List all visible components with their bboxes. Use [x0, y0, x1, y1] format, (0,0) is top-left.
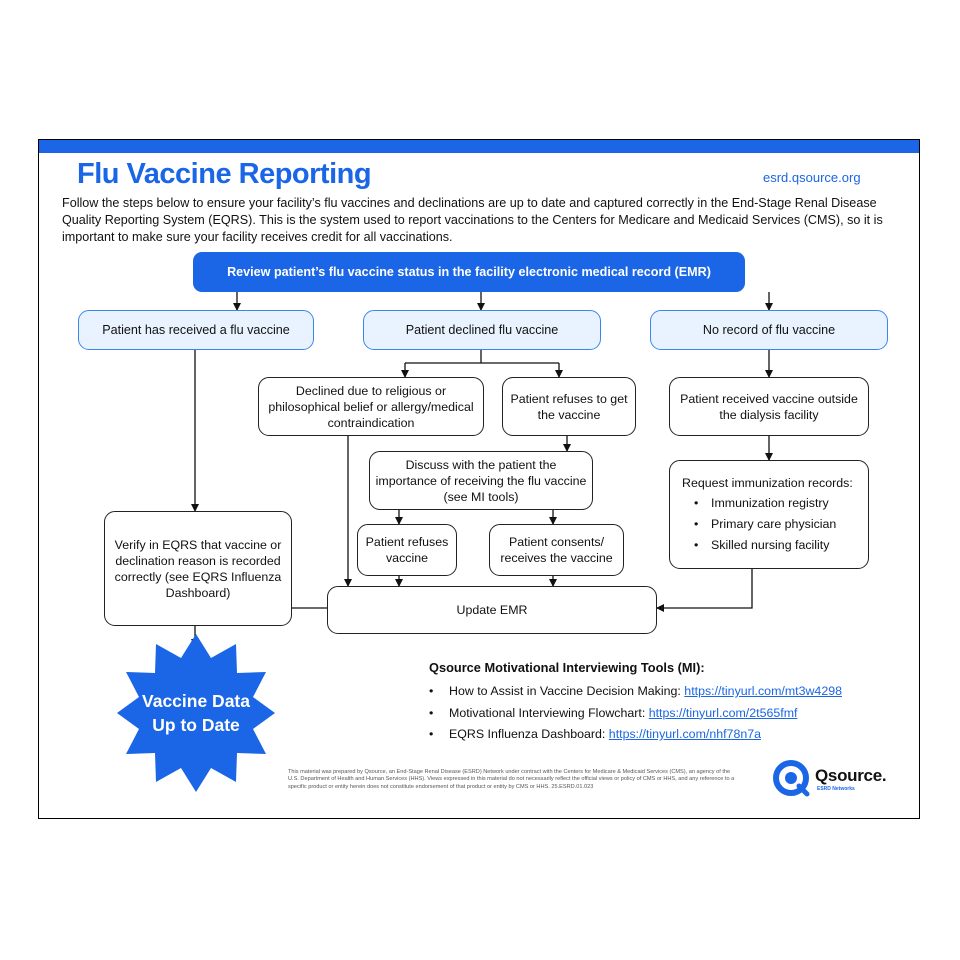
discuss-importance-node: Discuss with the patient the importance … [369, 451, 593, 510]
mi-link[interactable]: https://tinyurl.com/mt3w4298 [684, 684, 842, 698]
top-accent-bar [39, 140, 919, 153]
request-records-title: Request immunization records: [682, 476, 853, 490]
refuses-vaccine-node: Patient refuses vaccine [357, 524, 457, 576]
update-emr-node: Update EMR [327, 586, 657, 634]
refuses-to-get-node: Patient refuses to get the vaccine [502, 377, 636, 436]
logo-wordmark: Qsource. [815, 766, 887, 785]
list-item: EQRS Influenza Dashboard: https://tinyur… [429, 727, 842, 749]
list-item: Motivational Interviewing Flowchart: htt… [429, 706, 842, 728]
mi-item-label: How to Assist in Vaccine Decision Making… [449, 684, 685, 698]
consents-node: Patient consents/ receives the vaccine [489, 524, 624, 576]
received-outside-node: Patient received vaccine outside the dia… [669, 377, 869, 436]
mi-item-label: EQRS Influenza Dashboard: [449, 727, 609, 741]
declined-vaccine-node: Patient declined flu vaccine [363, 310, 601, 350]
mi-tools-title: Qsource Motivational Interviewing Tools … [429, 660, 705, 675]
list-item: How to Assist in Vaccine Decision Making… [429, 684, 842, 706]
verify-eqrs-node: Verify in EQRS that vaccine or declinati… [104, 511, 292, 626]
intro-paragraph: Follow the steps below to ensure your fa… [62, 196, 883, 244]
vaccine-data-starburst [117, 634, 275, 792]
mi-link[interactable]: https://tinyurl.com/2t565fmf [648, 705, 798, 720]
disclaimer-text: This material was prepared by Qsource, a… [288, 769, 735, 790]
page-title: Flu Vaccine Reporting [77, 158, 372, 190]
logo-subtitle: ESRD Networks [817, 786, 855, 792]
no-record-node: No record of flu vaccine [650, 310, 888, 350]
request-records-list: Immunization registry Primary care physi… [682, 495, 836, 558]
mi-link[interactable]: https://tinyurl.com/nhf78n7a [608, 727, 762, 741]
mi-item-label: Motivational Interviewing Flowchart: [449, 705, 649, 720]
list-item: Primary care physician [694, 516, 836, 532]
list-item: Skilled nursing facility [694, 537, 836, 553]
qsource-logo-icon [773, 760, 810, 797]
flyer-page: Flu Vaccine Reporting esrd.qsource.org F… [38, 139, 920, 819]
list-item: Immunization registry [694, 495, 836, 511]
mi-tools-list: How to Assist in Vaccine Decision Making… [429, 684, 842, 749]
vaccine-data-label: Vaccine Data Up to Date [115, 632, 277, 794]
review-emr-step: Review patient’s flu vaccine status in t… [193, 252, 745, 292]
website-link[interactable]: esrd.qsource.org [763, 170, 861, 185]
vaccine-data-text: Vaccine Data Up to Date [142, 691, 250, 735]
declined-reason-node: Declined due to religious or philosophic… [258, 377, 484, 436]
received-vaccine-node: Patient has received a flu vaccine [78, 310, 314, 350]
flow-connectors [191, 292, 773, 647]
request-records-node: Request immunization records: Immunizati… [669, 460, 869, 569]
